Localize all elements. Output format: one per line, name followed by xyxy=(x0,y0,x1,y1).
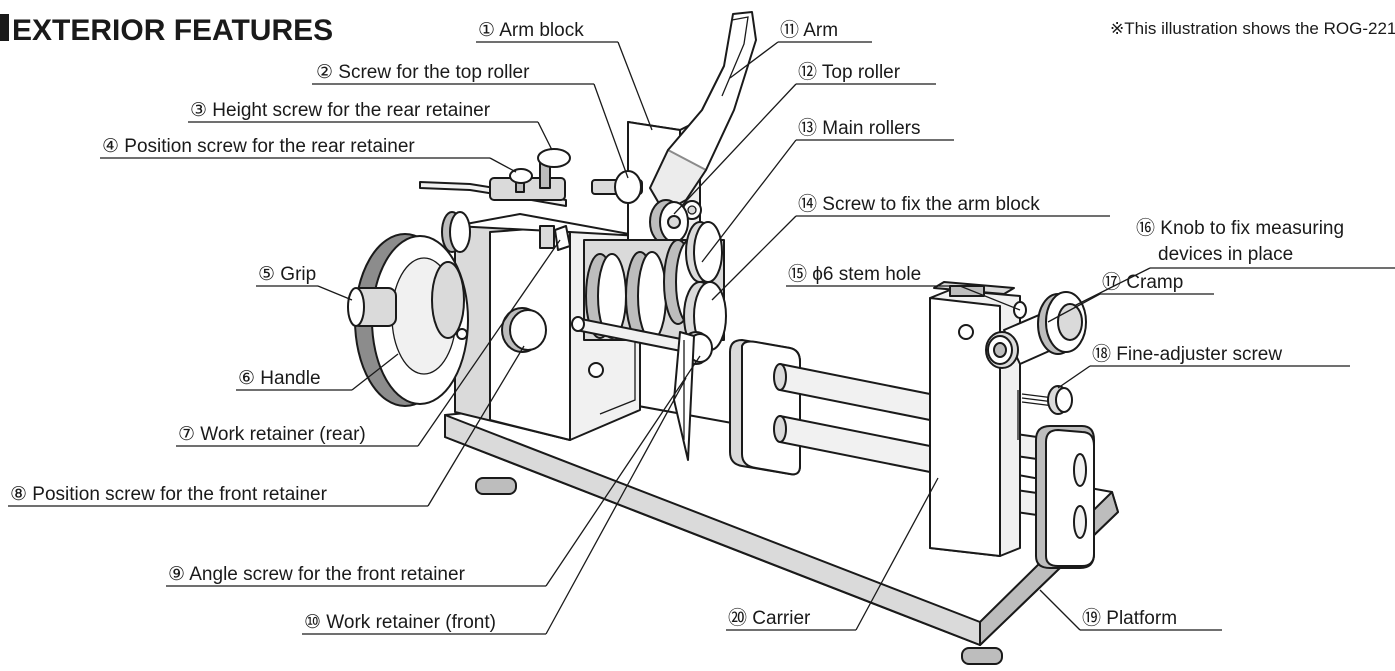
screw-hole xyxy=(588,362,604,378)
fine-adjuster-screw xyxy=(1021,385,1073,415)
model-note: ※This illustration shows the ROG-221SS. xyxy=(1110,19,1395,38)
top-roller xyxy=(649,199,689,245)
rubber-feet xyxy=(475,477,1003,665)
label-cramp: ⑰ Cramp xyxy=(1102,271,1183,293)
label-handle: ⑥ Handle xyxy=(238,368,321,389)
label-angle-screw-front: ⑨ Angle screw for the front retainer xyxy=(168,564,466,585)
main-rollers xyxy=(583,221,727,351)
label-screw-fix-arm-block: ⑭ Screw to fix the arm block xyxy=(798,193,1040,215)
title-marker xyxy=(0,14,9,41)
knob-fix-measuring-devices xyxy=(1037,291,1087,355)
label-knob-line2: devices in place xyxy=(1158,244,1293,265)
label-top-roller: ⑫ Top roller xyxy=(798,61,901,83)
label-arm: ⑪ Arm xyxy=(780,19,838,41)
label-stem-hole: ⑮ ϕ6 stem hole xyxy=(788,263,921,285)
label-work-retainer-front: ⑩ Work retainer (front) xyxy=(304,612,496,633)
page-title: EXTERIOR FEATURES xyxy=(12,14,333,47)
handle xyxy=(354,211,471,407)
arm xyxy=(649,11,757,213)
rail-end-block xyxy=(729,339,801,476)
label-arm-block: ① Arm block xyxy=(478,20,584,41)
screw-hole xyxy=(456,328,468,340)
callout-labels: ① Arm block ⑪ Arm ② Screw for the top ro… xyxy=(10,19,1344,633)
label-fine-adjuster-screw: ⑱ Fine-adjuster screw xyxy=(1092,343,1282,365)
label-main-rollers: ⑬ Main rollers xyxy=(798,117,920,139)
label-grip: ⑤ Grip xyxy=(258,264,316,285)
label-carrier: ⑳ Carrier xyxy=(728,607,811,629)
screw-top-roller xyxy=(591,170,643,204)
label-position-screw-front: ⑧ Position screw for the front retainer xyxy=(10,484,328,505)
grip xyxy=(347,287,397,327)
position-screw-front xyxy=(501,307,547,353)
label-position-screw-rear: ④ Position screw for the rear retainer xyxy=(102,136,415,157)
rear-retainer-screws xyxy=(419,148,571,251)
label-work-retainer-rear: ⑦ Work retainer (rear) xyxy=(178,424,366,445)
label-platform: ⑲ Platform xyxy=(1082,607,1177,629)
label-knob-line1: ⑯ Knob to fix measuring xyxy=(1136,217,1344,239)
device-illustration xyxy=(347,11,1119,665)
right-end-block xyxy=(1035,425,1095,569)
label-height-screw-rear: ③ Height screw for the rear retainer xyxy=(190,100,491,121)
leader-lines xyxy=(8,41,1395,635)
front-retainer xyxy=(571,316,713,461)
label-screw-top-roller: ② Screw for the top roller xyxy=(316,62,530,83)
carrier xyxy=(929,281,1021,557)
